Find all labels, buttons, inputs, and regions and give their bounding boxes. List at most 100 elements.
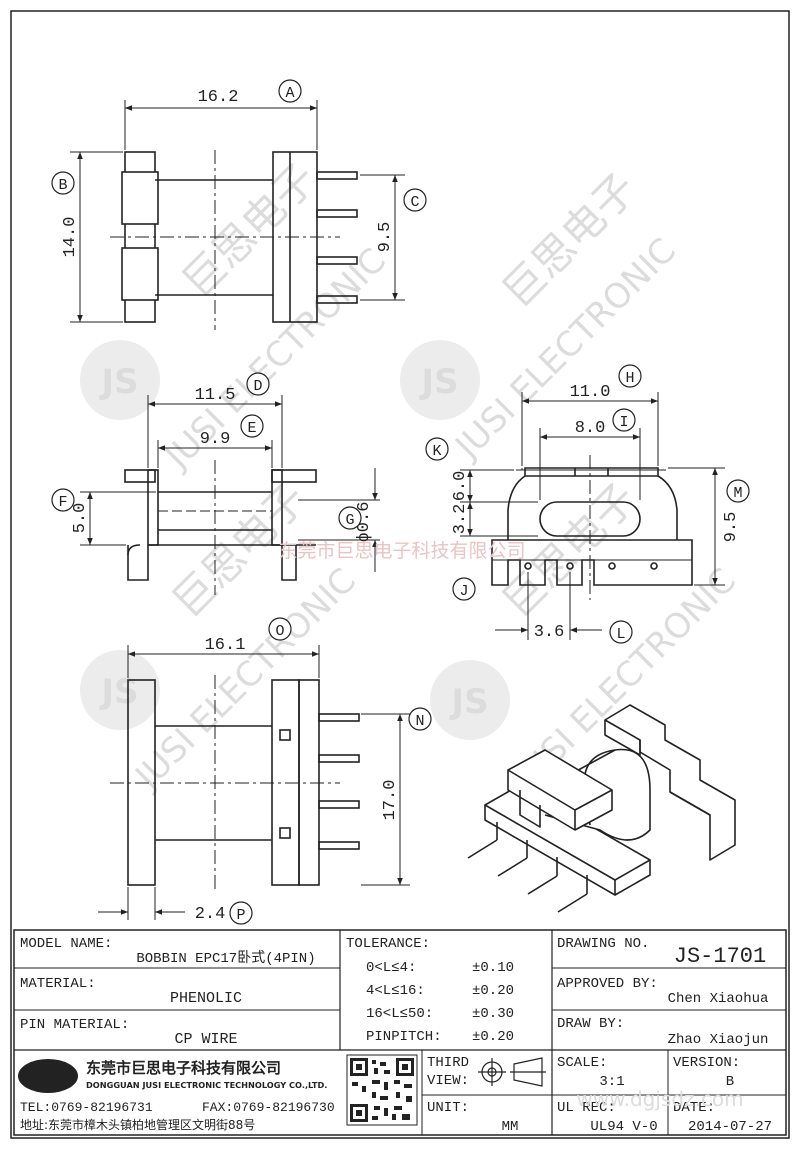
title-block: [13, 929, 787, 1136]
drawing-no-value: JS-1701: [674, 944, 766, 969]
model-name-label: MODEL NAME:: [20, 936, 112, 952]
top-view: [110, 150, 358, 330]
callout-m: M: [726, 479, 750, 503]
callout-l: L: [609, 620, 633, 644]
callout-b: B: [51, 171, 75, 195]
svg-text:L: L: [616, 626, 625, 643]
watermark-logo: JS: [430, 660, 510, 740]
company-name-cn: 东莞市巨思电子科技有限公司: [86, 1059, 281, 1077]
company-address: 地址:东莞市樟木头镇柏地管理区文明街88号: [20, 1117, 255, 1132]
unit-label: UNIT:: [427, 1100, 469, 1116]
version-value: B: [726, 1074, 734, 1090]
dim-side-width: 11.0: [570, 383, 611, 402]
svg-text:B: B: [58, 177, 67, 194]
watermark-logo: JS: [80, 650, 160, 730]
callout-i: I: [612, 408, 636, 432]
scale-value: 3:1: [599, 1074, 624, 1090]
callout-k: K: [425, 437, 449, 461]
svg-text:N: N: [415, 713, 424, 730]
date-value: 2014-07-27: [688, 1119, 772, 1135]
dim-bottom-length: 17.0: [381, 780, 400, 821]
dim-top-width: 16.2: [198, 88, 239, 107]
svg-text:JS: JS: [419, 362, 458, 402]
callout-d: D: [246, 372, 270, 396]
dim-side-slot: 3.2: [451, 504, 470, 535]
tolerance-range: 4<L≤16:: [366, 983, 425, 999]
svg-text:J: J: [459, 583, 468, 600]
tolerance-value: ±0.20: [472, 983, 514, 999]
tolerance-label: TOLERANCE:: [346, 936, 430, 952]
svg-text:P: P: [236, 907, 245, 924]
dim-side-top: 6.0: [451, 471, 470, 502]
date-label: DATE:: [673, 1100, 715, 1116]
company-name-en: DONGGUAN JUSI ELECTRONIC TECHNOLOGY CO.,…: [86, 1080, 327, 1090]
isometric-view: [467, 704, 736, 913]
company-tel: TEL:0769-82196731: [20, 1100, 153, 1115]
svg-text:F: F: [58, 494, 67, 511]
drawing-border: [10, 10, 790, 1139]
svg-text:G: G: [345, 512, 354, 529]
material-label: MATERIAL:: [20, 976, 96, 992]
callout-o: O: [268, 617, 292, 641]
third-angle-projection-icon: [478, 1057, 546, 1087]
tolerance-range: PINPITCH:: [366, 1029, 442, 1045]
callout-layer: A B C D E F G H I K M J L O N P: [51, 79, 750, 925]
dim-side-height: 9.5: [722, 512, 741, 543]
svg-text:JS: JS: [99, 672, 138, 712]
svg-text:JS: JS: [35, 1067, 58, 1088]
scale-label: SCALE:: [557, 1055, 607, 1071]
svg-text:D: D: [253, 378, 262, 395]
dim-top-pins: 9.5: [376, 222, 395, 253]
approved-by-value: Chen Xiaohua: [668, 991, 769, 1007]
tolerance-value: ±0.30: [472, 1006, 514, 1022]
callout-f: F: [51, 488, 75, 512]
drawing-no-label: DRAWING NO.: [557, 936, 649, 952]
draw-by-value: Zhao Xiaojun: [668, 1032, 769, 1048]
dim-bottom-width: 16.1: [205, 636, 246, 655]
tolerance-value: ±0.20: [472, 1029, 514, 1045]
dim-front-inner: 9.9: [200, 430, 231, 449]
callout-n: N: [408, 707, 432, 731]
svg-text:JS: JS: [449, 682, 488, 722]
third-view-label: VIEW:: [427, 1073, 469, 1089]
watermark-logo: JS: [80, 340, 160, 420]
unit-value: MM: [502, 1119, 519, 1135]
material-value: PHENOLIC: [170, 990, 242, 1007]
company-logo: JS: [18, 1059, 78, 1093]
side-view-dimensions: [460, 392, 725, 640]
model-name-value: BOBBIN EPC17卧式(4PIN): [136, 950, 315, 967]
callout-p: P: [229, 901, 253, 925]
ul-rec-label: UL REC:: [557, 1100, 616, 1116]
dim-bottom-flange: 2.4: [195, 905, 226, 924]
dim-side-pitch: 3.6: [534, 623, 565, 642]
callout-g: G: [338, 506, 362, 530]
qr-code: [346, 1054, 418, 1126]
watermark-logo: JS: [400, 340, 480, 420]
pin-material-value: CP WIRE: [174, 1031, 237, 1048]
svg-text:I: I: [619, 414, 628, 431]
tolerance-range: 16<L≤50:: [366, 1006, 433, 1022]
bottom-view-dimensions: [98, 645, 410, 920]
overlay-company-watermark: 东莞市巨思电子科技有限公司: [278, 540, 525, 562]
callout-a: A: [278, 79, 302, 103]
svg-text:JS: JS: [99, 362, 138, 402]
svg-text:K: K: [432, 443, 441, 460]
dim-side-window: 8.0: [575, 419, 606, 438]
dim-top-height: 14.0: [61, 217, 80, 258]
svg-text:C: C: [410, 194, 419, 211]
approved-by-label: APPROVED BY:: [557, 976, 658, 992]
bottom-view: [110, 675, 360, 890]
company-fax: FAX:0769-82196730: [202, 1100, 335, 1115]
top-view-dimensions: [70, 100, 405, 323]
tolerance-value: ±0.10: [472, 960, 514, 976]
svg-text:O: O: [275, 623, 284, 640]
callout-c: C: [403, 188, 427, 212]
svg-text:A: A: [285, 85, 294, 102]
watermark-website: www.dgjsdz.com: [576, 1087, 743, 1111]
pin-material-label: PIN MATERIAL:: [20, 1017, 129, 1033]
svg-text:E: E: [247, 420, 256, 437]
dim-front-outer: 11.5: [195, 386, 236, 405]
front-view: [124, 460, 317, 595]
third-view-label: THIRD: [427, 1055, 469, 1071]
